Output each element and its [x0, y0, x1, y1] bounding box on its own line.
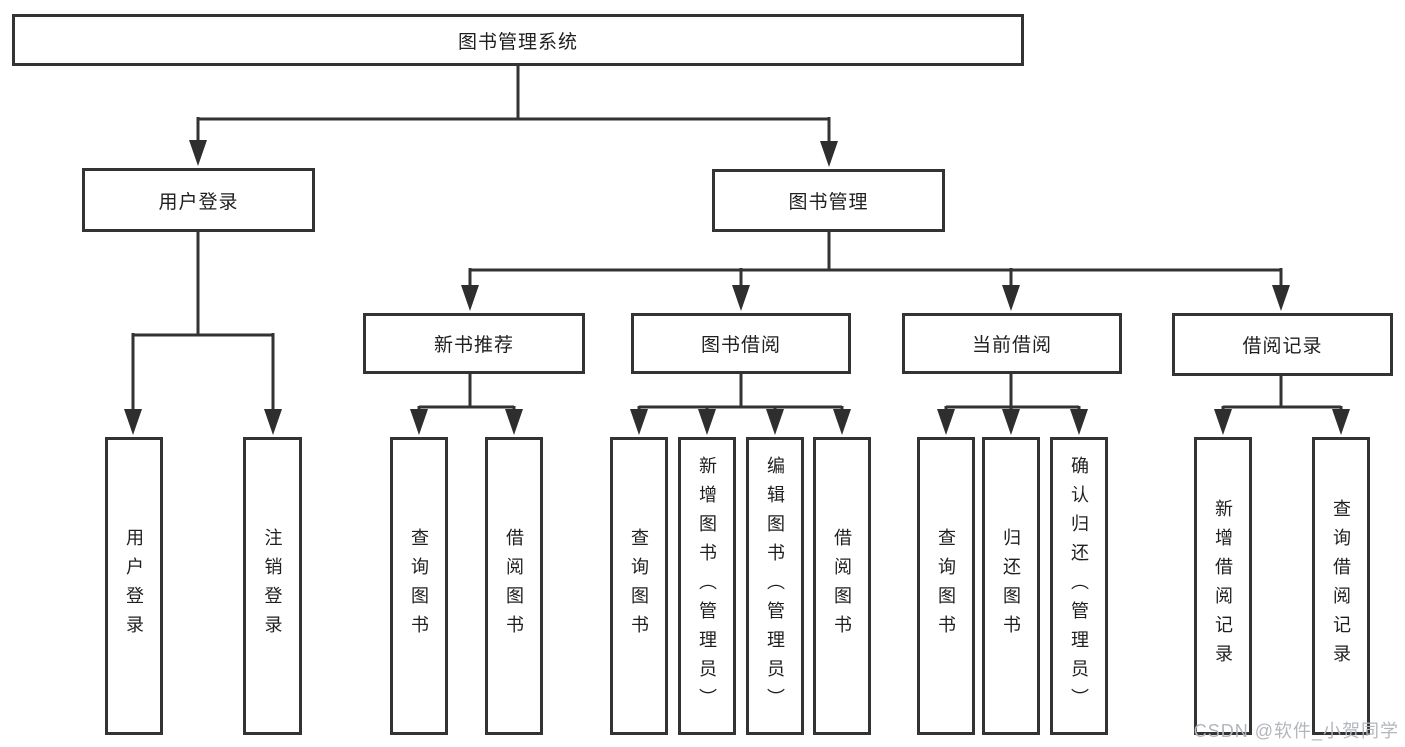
leaf-label: 确认归还（管理员）	[1069, 455, 1089, 717]
leaf-label: 查询图书	[409, 528, 429, 644]
leaf-query-borrow-record: 查询借阅记录	[1312, 437, 1370, 735]
leaf-label: 新增图书（管理员）	[697, 455, 717, 717]
node-borrow-record: 借阅记录	[1172, 313, 1393, 376]
leaf-label: 注销登录	[262, 528, 283, 644]
node-current-borrow: 当前借阅	[902, 313, 1122, 374]
leaf-edit-book-admin: 编辑图书（管理员）	[746, 437, 804, 735]
leaf-return-book: 归还图书	[982, 437, 1040, 735]
leaf-label: 查询图书	[936, 528, 956, 644]
leaf-borrow-book: 借阅图书	[813, 437, 871, 735]
leaf-label: 归还图书	[1001, 528, 1021, 644]
leaf-query-book-borrow: 查询图书	[610, 437, 668, 735]
leaf-user-login: 用户登录	[105, 437, 163, 735]
leaf-label: 新增借阅记录	[1213, 499, 1233, 673]
node-user-login: 用户登录	[82, 168, 315, 232]
node-book-management: 图书管理	[712, 169, 945, 232]
leaf-query-book-recommend: 查询图书	[390, 437, 448, 735]
leaf-label: 借阅图书	[504, 528, 524, 644]
node-book-borrow: 图书借阅	[631, 313, 851, 374]
node-root-library-system: 图书管理系统	[12, 14, 1024, 66]
leaf-label: 借阅图书	[832, 528, 852, 644]
node-new-book-recommend: 新书推荐	[363, 313, 585, 374]
leaf-borrow-book-recommend: 借阅图书	[485, 437, 543, 735]
leaf-add-book-admin: 新增图书（管理员）	[678, 437, 736, 735]
leaf-label: 查询图书	[629, 528, 649, 644]
leaf-logout: 注销登录	[243, 437, 302, 735]
leaf-confirm-return-admin: 确认归还（管理员）	[1050, 437, 1108, 735]
leaf-label: 用户登录	[124, 528, 144, 644]
leaf-add-borrow-record: 新增借阅记录	[1194, 437, 1252, 735]
leaf-query-book-current: 查询图书	[917, 437, 975, 735]
leaf-label: 编辑图书（管理员）	[765, 455, 785, 717]
csdn-watermark: CSDN @软件_小贺同学	[1193, 721, 1399, 741]
leaf-label: 查询借阅记录	[1331, 499, 1351, 673]
